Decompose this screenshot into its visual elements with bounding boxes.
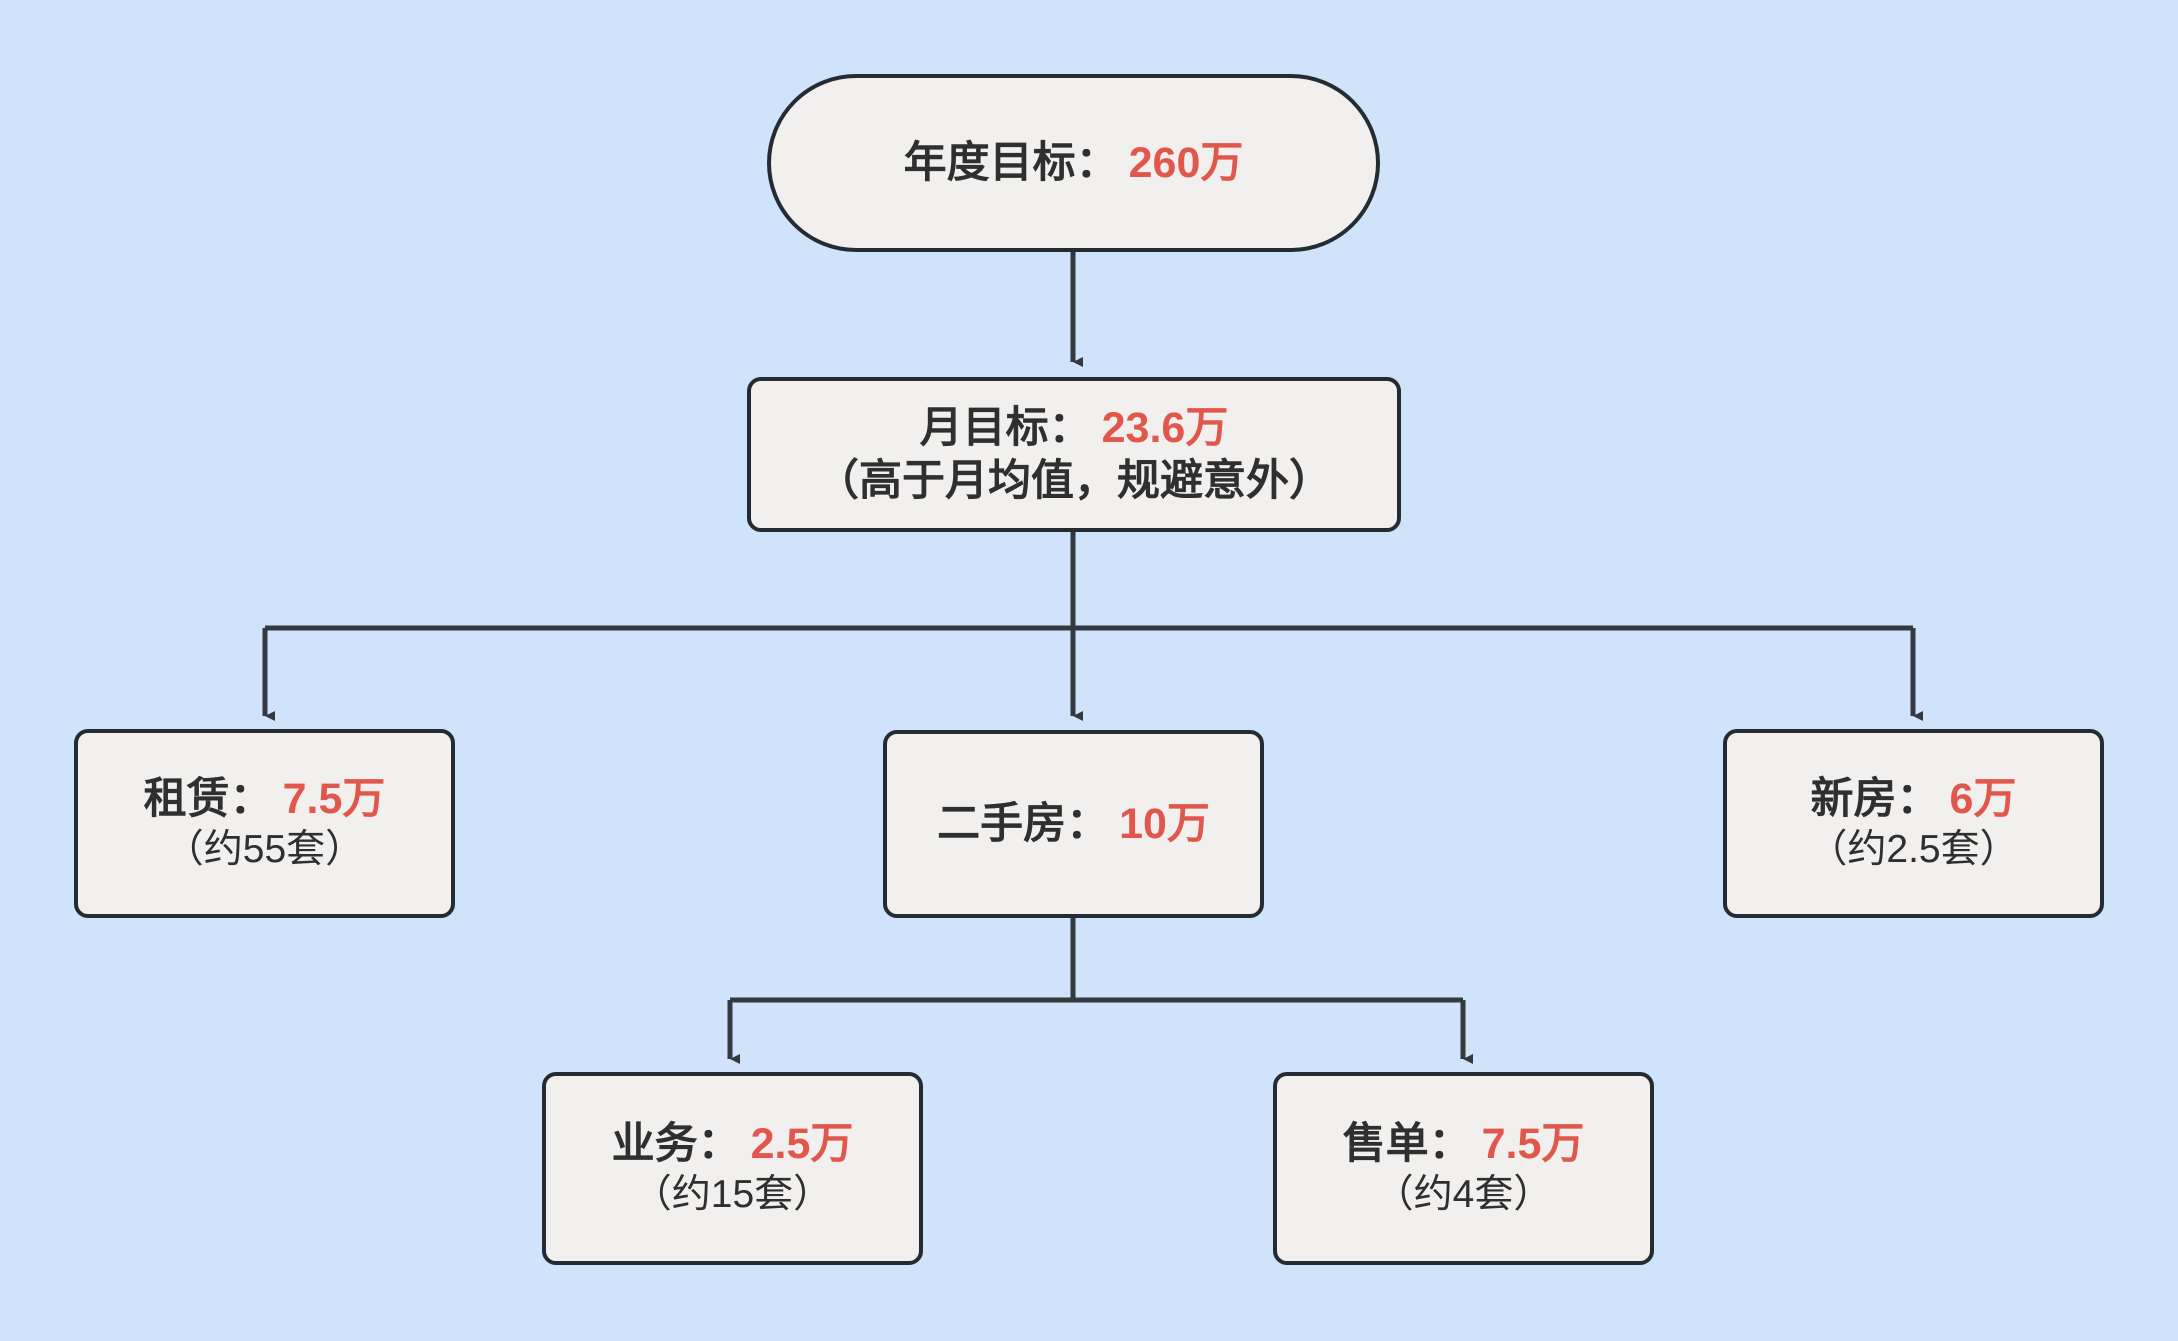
node-year-target[interactable]: 年度目标：260万 (767, 74, 1380, 252)
node-year-target-value: 260万 (1128, 138, 1244, 187)
node-new-house-sublabel: （约2.5套） (1808, 827, 2019, 871)
node-second-hand-house[interactable]: 二手房：10万 (883, 730, 1264, 918)
node-rental-label: 租赁：7.5万 (144, 773, 386, 825)
node-business[interactable]: 业务：2.5万 （约15套） (542, 1072, 923, 1265)
node-sale-order[interactable]: 售单：7.5万 （约4套） (1273, 1072, 1654, 1265)
node-new-house[interactable]: 新房：6万 （约2.5套） (1723, 729, 2104, 918)
node-business-sublabel: （约15套） (632, 1172, 833, 1216)
node-sale-order-prefix: 售单： (1342, 1120, 1472, 1169)
node-business-prefix: 业务： (611, 1120, 741, 1169)
node-month-target-label: 月目标：23.6万 (920, 402, 1229, 454)
node-sale-order-sublabel: （约4套） (1374, 1172, 1553, 1216)
node-year-target-label: 年度目标：260万 (904, 137, 1244, 189)
node-month-target[interactable]: 月目标：23.6万 （高于月均值，规避意外） (747, 377, 1401, 532)
node-rental-sublabel: （约55套） (164, 827, 365, 871)
node-rental[interactable]: 租赁：7.5万 （约55套） (74, 729, 455, 918)
node-rental-prefix: 租赁： (143, 775, 273, 824)
node-second-hand-house-prefix: 二手房： (937, 799, 1110, 848)
node-year-target-prefix: 年度目标： (903, 138, 1119, 187)
node-rental-value: 7.5万 (282, 775, 386, 824)
node-month-target-value: 23.6万 (1101, 404, 1229, 453)
node-new-house-label: 新房：6万 (1811, 773, 2017, 825)
node-business-value: 2.5万 (750, 1120, 854, 1169)
node-sale-order-label: 售单：7.5万 (1343, 1118, 1585, 1170)
node-sale-order-value: 7.5万 (1481, 1120, 1585, 1169)
node-month-target-sublabel: （高于月均值，规避意外） (816, 456, 1332, 505)
node-month-target-prefix: 月目标： (919, 404, 1092, 453)
node-business-label: 业务：2.5万 (612, 1118, 854, 1170)
node-second-hand-house-label: 二手房：10万 (937, 798, 1210, 850)
node-new-house-prefix: 新房： (1810, 775, 1940, 824)
node-new-house-value: 6万 (1949, 775, 2017, 824)
node-second-hand-house-value: 10万 (1119, 799, 1210, 848)
